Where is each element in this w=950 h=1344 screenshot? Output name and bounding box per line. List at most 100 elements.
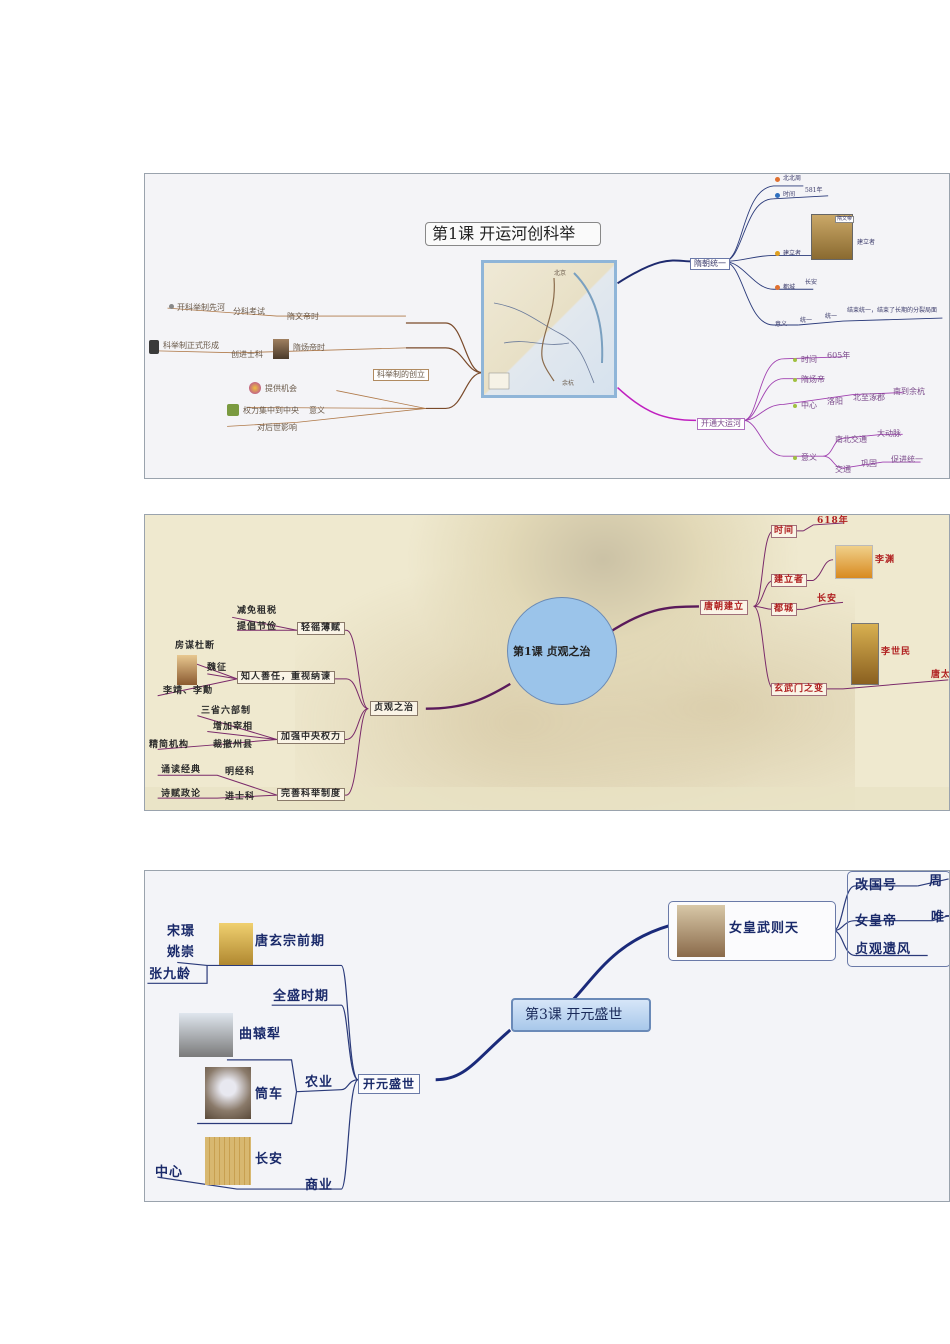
node-canal-time: 时间 [801,355,817,364]
center-node-title: 第1课 贞观之治 [513,645,591,658]
node-g3: 加强中央权力 [277,731,346,744]
node-r1: 改国号 [855,878,898,893]
map-label-north: 北京 [554,270,567,277]
canal-time-icon [793,358,797,362]
node-l3a: 曲辕犁 [239,1027,282,1042]
node-g4d: 诗赋政论 [161,789,202,799]
empress-details-bracket [847,871,949,967]
node-l1: 唐玄宗前期 [255,934,326,949]
center-node-title: 第3课 开元盛世 [525,1007,623,1023]
mindmap-panel-kaiyuan: 第3课 开元盛世 女皇武则天 改国号 周 女皇帝 唯一 贞观遗风 开元盛世 宋璟… [144,870,950,1202]
li-yuan-portrait [835,545,873,579]
node-a3: 隋文帝时 [287,312,319,321]
keju-formed-icon [149,340,159,354]
map-drawing [488,272,604,390]
node-meaning2: 统一 [800,317,813,324]
node-dynasty: 北北周 [783,175,802,182]
canal-center-icon [793,404,797,408]
node-canal-meaning: 意义 [801,453,817,462]
node-year-581: 581年 [805,187,823,194]
floor-band [145,787,949,810]
mindmap-connectors [157,185,943,469]
node-g1b: 提倡节俭 [237,622,278,632]
node-canal-who: 隋炀帝 [801,375,825,384]
node-g3b: 增加宰相 [213,722,254,732]
node-canal-north: 北至涿郡 [853,393,885,402]
node-canal-year: 605年 [827,351,851,360]
node-g3a: 三省六部制 [201,706,252,716]
founder-icon [775,251,780,256]
time-icon [775,193,780,198]
node-founder-name: 李渊 [875,555,896,565]
node-r3: 贞观遗风 [855,942,912,957]
node-c2: 权力集中到中央 [243,406,299,415]
node-a2: 分科考试 [233,307,265,316]
node-g2b: 魏征 [207,663,228,673]
node-grand-canal: 开通大运河 [697,418,745,430]
tang-xuanzong-portrait [219,923,253,965]
node-meaning-text: 结束统一，结束了长期的分裂局面 [847,307,938,314]
node-l1a: 宋璟 [167,924,196,939]
node-l4b: 中心 [155,1165,184,1180]
node-l4a: 长安 [255,1152,284,1167]
node-g1: 轻徭薄赋 [297,622,346,635]
node-canal-south: 南到余杭 [893,387,925,396]
node-canal-m2a: 巩固 [861,459,877,468]
node-b2: 创进士科 [231,350,263,359]
node-capital-val: 长安 [817,594,838,604]
center-node-box [511,998,651,1032]
node-r1v: 周 [929,874,944,889]
node-b3: 隋炀帝时 [293,343,325,352]
node-capital: 都城 [783,284,796,291]
li-shimin-portrait [851,623,879,685]
mindmap-panel-zhenguan: 第1课 贞观之治 唐朝建立 时间 618年 建立者 李渊 都城 长安 李世民 玄… [144,514,950,811]
node-founder: 建立者 [783,250,802,257]
node-canal-m2: 交通 [835,465,851,474]
node-kaiyuan: 开元盛世 [358,1074,421,1094]
node-c3: 意义 [309,406,325,415]
node-g2: 知人善任，重视纳谏 [237,671,336,684]
node-meaning: 意义 [775,321,788,328]
node-empress: 女皇武则天 [729,921,800,936]
node-li-shimin: 李世民 [881,647,912,657]
node-year-618: 618年 [817,516,849,526]
node-capital: 都城 [771,603,798,616]
node-l1b: 姚崇 [167,945,196,960]
center-node-circle [507,597,617,705]
node-founder: 建立者 [771,574,808,587]
lesson-title-box [425,222,601,246]
node-canal-m2b: 促进统一 [891,455,923,464]
waterwheel-image [205,1067,251,1119]
node-capital-val: 长安 [805,279,818,286]
node-founder-name: 建立者 [857,239,876,246]
node-c4: 对后世影响 [257,423,297,432]
node-g3c: 裁撤州县 [213,740,254,750]
node-tang-founding: 唐朝建立 [700,600,749,615]
node-g4b: 诵读经典 [161,765,202,775]
sui-canal-map-image: 北京 余杭 [481,260,617,398]
wei-zheng-portrait [177,655,197,685]
plow-image [179,1013,233,1057]
node-l3b: 筒车 [255,1087,284,1102]
node-canal-m1: 南北交通 [835,435,867,444]
power-icon [227,404,239,416]
node-meaning-val: 统一 [825,313,838,320]
node-time: 时间 [771,525,798,538]
node-sui-unify: 隋朝统一 [690,258,730,270]
mindmap-connectors [147,878,949,1190]
node-g3d: 精简机构 [149,740,190,750]
lesson-title: 第1课 开运河创科举 [432,224,576,243]
node-time: 时间 [783,191,796,198]
node-g4: 完善科举制度 [277,788,346,801]
node-b1: 科举制正式形成 [163,341,219,350]
node-l3: 农业 [305,1075,334,1090]
node-g1a: 减免租税 [237,606,278,616]
node-l4: 商业 [305,1178,334,1193]
mindmap-panel-lesson1: 第1课 开运河创科举 北京 余杭 隋朝统一 北北周 时间 581年 建立者 隋文… [144,173,950,479]
node-r2: 女皇帝 [855,914,898,929]
node-canal-center: 中心 [801,401,817,410]
capital-icon [775,285,780,290]
dynasty-icon [775,177,780,182]
founder-badge: 隋文帝 [835,216,855,223]
changan-map-image [205,1137,251,1185]
